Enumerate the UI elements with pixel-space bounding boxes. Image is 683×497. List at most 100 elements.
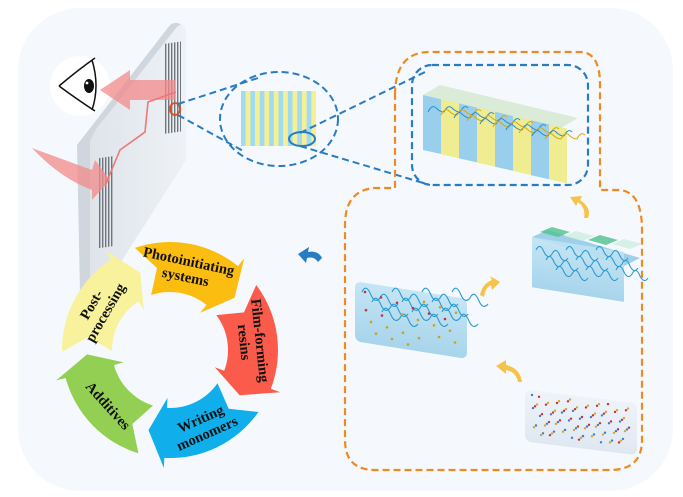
monomer-dot <box>610 439 614 442</box>
grating-stripe <box>259 91 265 146</box>
film-block <box>355 282 489 359</box>
polymer-chain <box>575 255 609 272</box>
polymer-chain <box>381 307 419 327</box>
grating-stripe <box>250 91 256 146</box>
grating-stripe <box>264 91 270 146</box>
monomer-dot <box>587 423 591 427</box>
monomer-dot <box>601 433 605 436</box>
monomer-dot <box>545 422 549 425</box>
monomer-dot <box>560 411 564 414</box>
monomer-dot <box>603 431 607 434</box>
polymer-chain <box>535 245 569 262</box>
monomer-dot <box>539 433 543 437</box>
monomer-dot <box>438 305 442 309</box>
monomer-dot <box>443 317 447 321</box>
monomer-dot <box>380 314 384 317</box>
monomer-dot <box>385 326 389 329</box>
grating-stripe <box>297 91 303 146</box>
grating-box-blue <box>410 63 590 187</box>
monomer-dot <box>534 424 538 427</box>
monomer-dot <box>572 428 576 432</box>
monomer-dot <box>575 406 579 409</box>
cycle-arrow <box>56 354 154 454</box>
monomer-mixture-block <box>525 390 637 455</box>
light-mask-stripe <box>564 231 594 241</box>
grating-stripe <box>269 91 275 146</box>
monomer-dot <box>390 337 394 341</box>
monomer-dot <box>569 417 573 420</box>
monomer-dot <box>400 313 404 316</box>
grating-stripe <box>273 91 279 146</box>
monomer-dot <box>598 421 602 425</box>
monomer-dot <box>599 441 603 444</box>
curved-arrow-up <box>570 196 589 218</box>
monomer-dot <box>597 402 601 406</box>
light-mask-stripe <box>540 227 570 237</box>
monomer-dot <box>401 331 405 335</box>
polymer-chain <box>585 265 619 282</box>
guided-light-path <box>104 91 177 187</box>
monomer-dot <box>566 400 570 403</box>
monomer-dot <box>363 290 367 294</box>
cycle-arrow <box>134 241 245 313</box>
monomer-dot <box>422 300 426 304</box>
monomer-dot <box>568 398 572 401</box>
monomer-dot <box>608 441 612 444</box>
grating-band <box>459 103 477 163</box>
monomer-dot <box>590 435 594 438</box>
polymer-chain <box>441 307 479 327</box>
monomer-dot <box>533 405 537 408</box>
monomer-dot <box>553 409 557 412</box>
polymer-chain <box>615 265 649 282</box>
monomer-dot <box>538 414 542 418</box>
grating-stripe <box>278 91 284 146</box>
monomer-dot <box>614 429 618 433</box>
monomer-dot <box>437 335 441 339</box>
curved-arrow-left <box>496 360 522 382</box>
monomer-dot <box>627 426 631 429</box>
polymer-chain <box>555 265 589 282</box>
monomer-dot <box>532 426 536 429</box>
monomer-dot <box>543 424 547 427</box>
monomer-dot <box>622 416 626 420</box>
monomer-dot <box>555 401 559 405</box>
monomer-dot <box>374 332 378 335</box>
monomer-dot <box>616 428 620 431</box>
monomer-dot <box>584 406 588 409</box>
monomer-dot <box>612 431 616 435</box>
grating-stripe <box>306 91 312 146</box>
monomer-dot <box>607 422 611 425</box>
monomer-dot <box>427 312 431 315</box>
curved-arrow-right <box>480 276 500 297</box>
grating-band <box>549 124 567 184</box>
monomer-dot <box>544 403 548 406</box>
grating-stripe <box>311 91 316 146</box>
monomer-dot <box>406 343 410 346</box>
cycle-arrow <box>148 383 259 468</box>
monomer-dot <box>554 422 558 426</box>
monomer-dot <box>579 436 583 440</box>
recorded-grating-block <box>423 85 586 184</box>
monomer-dot <box>369 320 373 324</box>
monomer-dot <box>600 414 604 417</box>
monomer-dot <box>595 404 599 407</box>
monomer-dot <box>573 407 577 411</box>
grating-stripe <box>255 91 260 146</box>
monomer-dot <box>623 429 627 433</box>
monomer-dot <box>432 324 436 327</box>
monomer-dot <box>417 336 421 340</box>
monomer-dot <box>570 436 574 439</box>
polymer-chain <box>565 245 599 262</box>
exposure-block <box>532 227 649 302</box>
monomer-dot <box>585 425 589 428</box>
monomer-dot <box>578 417 582 420</box>
monomer-dot <box>547 420 551 424</box>
monomer-dot <box>626 407 630 410</box>
monomer-dot <box>609 420 613 423</box>
light-mask-stripe <box>612 239 642 249</box>
monomer-dot <box>617 441 621 444</box>
monomer-dot <box>548 433 552 437</box>
monomer-dot <box>606 402 610 406</box>
monomer-dot <box>624 409 628 412</box>
